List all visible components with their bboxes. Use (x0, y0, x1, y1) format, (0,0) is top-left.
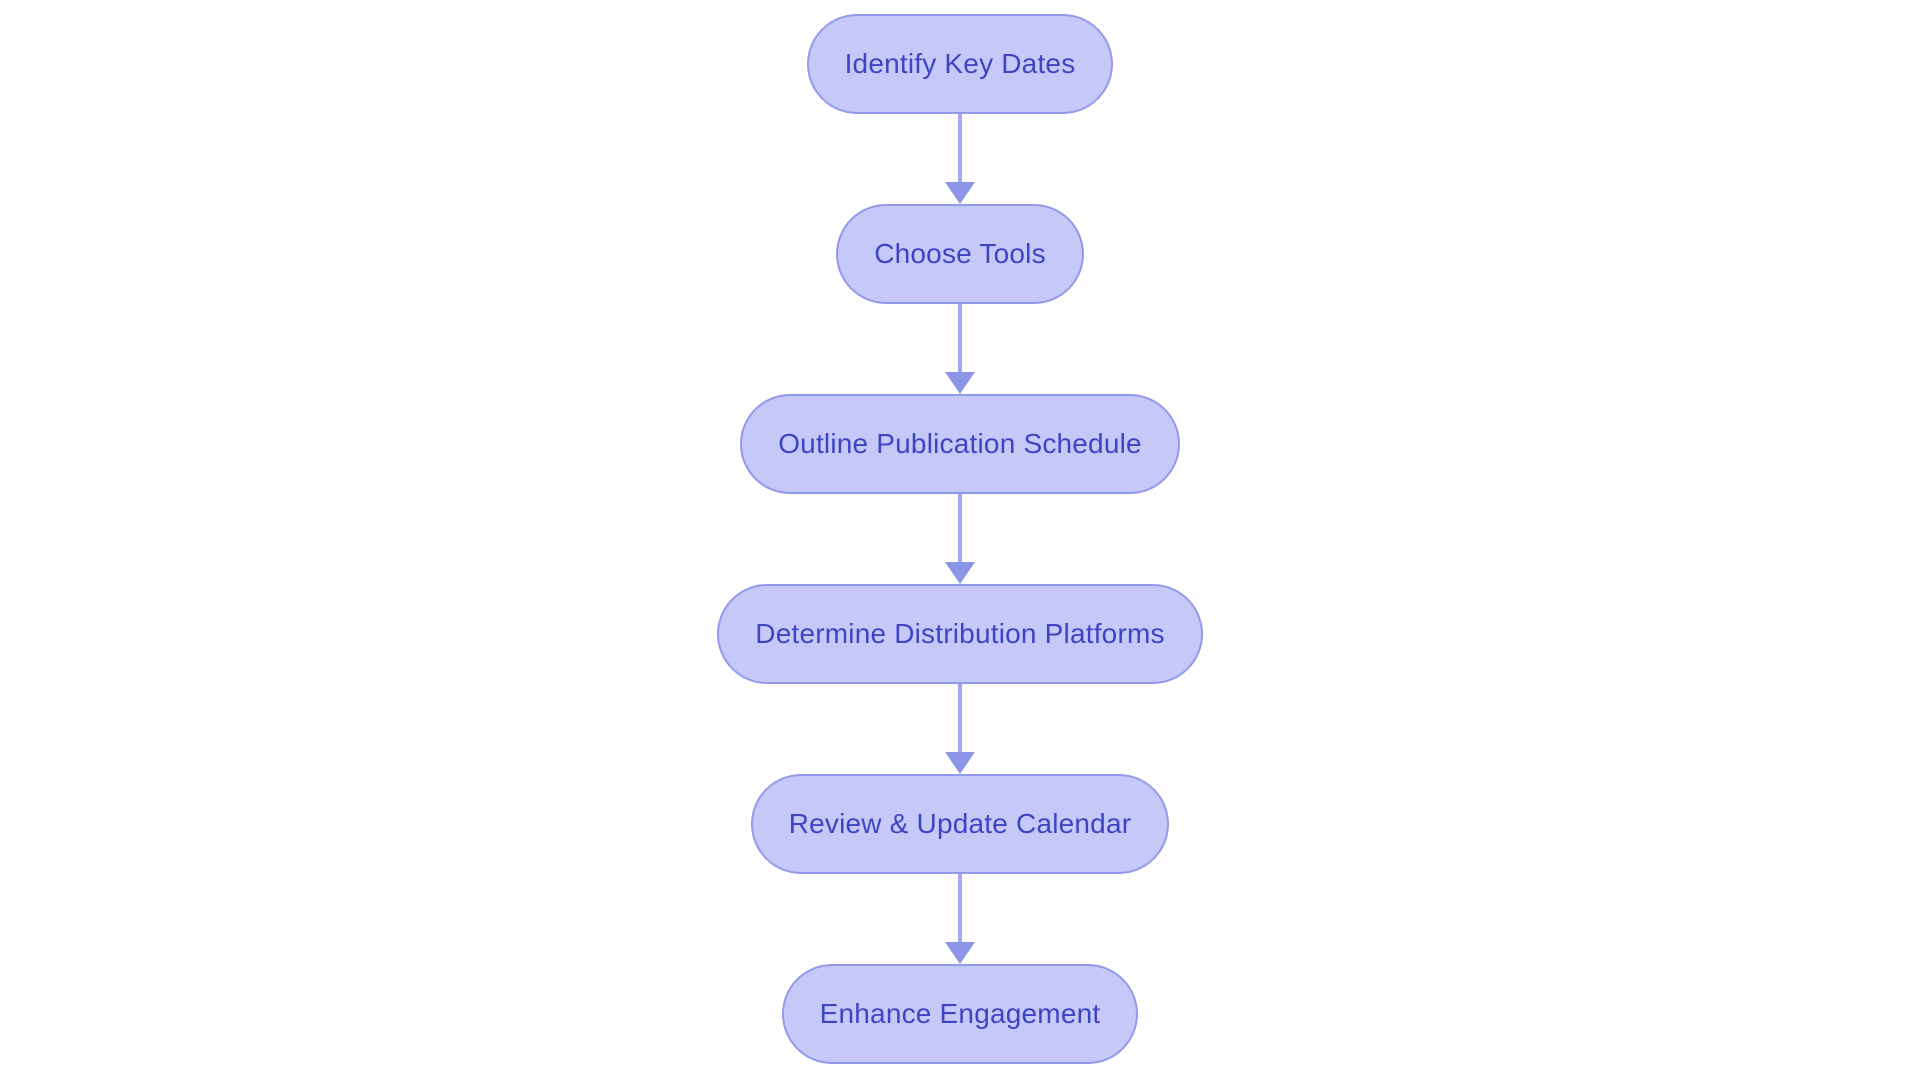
connector-line (958, 684, 962, 752)
flow-connector (940, 494, 980, 584)
arrow-down-icon (945, 562, 975, 584)
connector-line (958, 494, 962, 562)
flow-connector (940, 114, 980, 204)
flow-connector (940, 684, 980, 774)
flow-node[interactable]: Enhance Engagement (781, 964, 1139, 1064)
flow-node[interactable]: Review & Update Calendar (750, 774, 1170, 874)
flow-connector (940, 304, 980, 394)
arrow-down-icon (945, 372, 975, 394)
flow-node-label: Determine Distribution Platforms (755, 618, 1165, 649)
connector-line (958, 874, 962, 942)
connector-line (958, 304, 962, 372)
flow-node[interactable]: Choose Tools (836, 204, 1084, 304)
connector-line (958, 114, 962, 182)
flow-node-label: Enhance Engagement (819, 998, 1101, 1029)
arrow-down-icon (945, 942, 975, 964)
flow-connector (940, 874, 980, 964)
flow-node-label: Choose Tools (874, 238, 1046, 269)
flow-node[interactable]: Identify Key Dates (806, 14, 1114, 114)
arrow-down-icon (945, 752, 975, 774)
flow-node[interactable]: Outline Publication Schedule (740, 394, 1180, 494)
flow-node-label: Identify Key Dates (844, 48, 1076, 79)
arrow-down-icon (945, 182, 975, 204)
flow-node-label: Review & Update Calendar (788, 808, 1132, 839)
flow-node[interactable]: Determine Distribution Platforms (717, 584, 1203, 684)
flow-node-label: Outline Publication Schedule (778, 428, 1142, 459)
